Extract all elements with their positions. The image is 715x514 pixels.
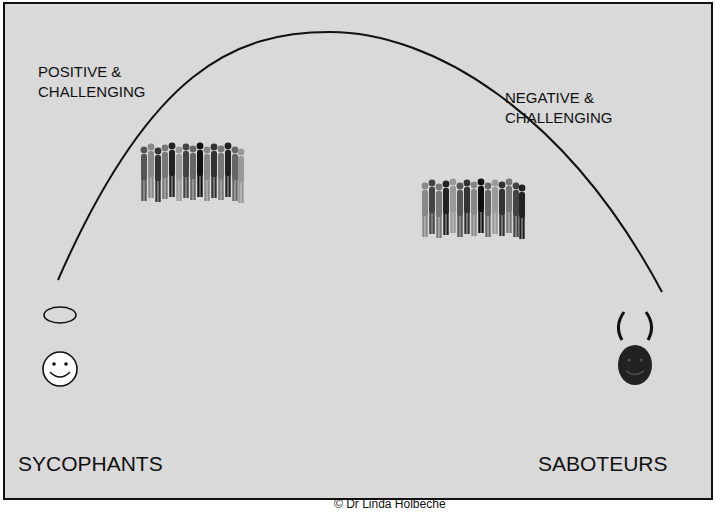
devil-face xyxy=(618,312,652,385)
copyright-caption: © Dr Linda Holbeche xyxy=(334,497,446,513)
crowd-left xyxy=(141,143,245,203)
curve-end-label: NEGATIVE & CHALLENGING xyxy=(505,88,625,127)
bell-curve xyxy=(58,32,662,292)
group-label: SYCOPHANTS xyxy=(18,450,163,477)
angel-face xyxy=(43,307,77,386)
crowd-right xyxy=(422,179,526,239)
group-label: SABOTEURS xyxy=(538,450,668,477)
curve-end-label: POSITIVE & CHALLENGING xyxy=(38,62,148,101)
